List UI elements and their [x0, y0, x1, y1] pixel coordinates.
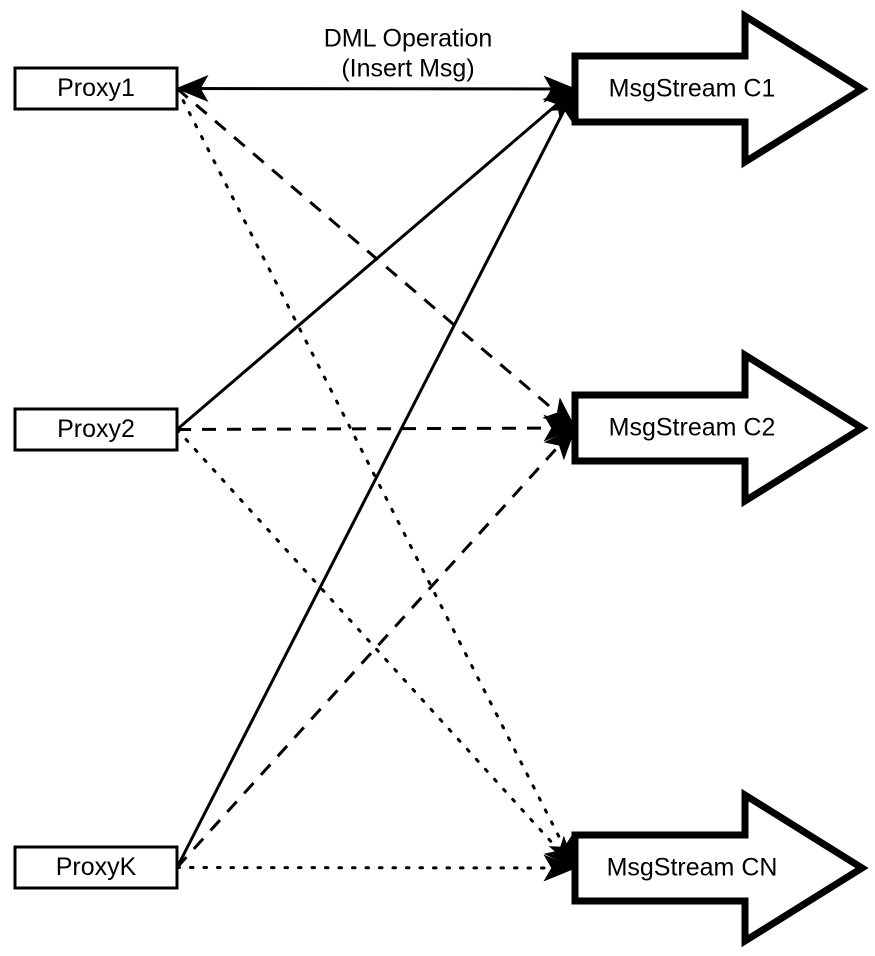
proxy-label-proxy2: Proxy2: [57, 415, 135, 443]
edge-proxy1-to-c1: [176, 75, 577, 103]
msgstream-node-cn[interactable]: MsgStream CN: [571, 788, 869, 948]
proxy-node-proxy2[interactable]: Proxy2: [13, 407, 179, 452]
edge-layer: [175, 75, 577, 882]
msgstream-node-c1[interactable]: MsgStream C1: [571, 9, 869, 169]
edge-label-line-1: DML Operation: [324, 25, 493, 53]
edge-proxy2-to-c2: [176, 414, 577, 442]
edge-proxy1-to-cn: [175, 87, 577, 870]
msgstream-arrow-c2[interactable]: [571, 348, 869, 508]
proxy-node-proxy1[interactable]: Proxy1: [13, 66, 179, 111]
proxy-box-proxy1[interactable]: [13, 66, 179, 111]
edge-proxyK-to-cn: [175, 854, 577, 882]
edge-proxy2-to-c1: [176, 87, 577, 431]
edge-label-group: DML Operation (Insert Msg): [324, 25, 493, 83]
msgstream-label-c2: MsgStream C2: [609, 414, 776, 442]
proxy-box-proxyK[interactable]: [13, 845, 179, 890]
proxy-node-proxyK[interactable]: ProxyK: [13, 845, 179, 890]
msgstream-node-c2[interactable]: MsgStream C2: [571, 348, 869, 508]
msgstream-label-cn: MsgStream CN: [607, 854, 778, 882]
msgstream-arrow-c1[interactable]: [571, 9, 869, 169]
edge-label-line-2: (Insert Msg): [341, 55, 474, 83]
msgstream-arrow-cn[interactable]: [571, 788, 869, 948]
edge-proxy2-to-cn: [175, 428, 577, 870]
proxy-box-proxy2[interactable]: [13, 407, 179, 452]
proxy-label-proxyK: ProxyK: [56, 853, 137, 881]
edge-proxyK-to-c1: [175, 87, 577, 869]
stream-layer: MsgStream C1 MsgStream C2 MsgStream CN: [571, 9, 869, 948]
proxy-label-proxy1: Proxy1: [57, 74, 135, 102]
msgstream-label-c1: MsgStream C1: [609, 75, 776, 103]
